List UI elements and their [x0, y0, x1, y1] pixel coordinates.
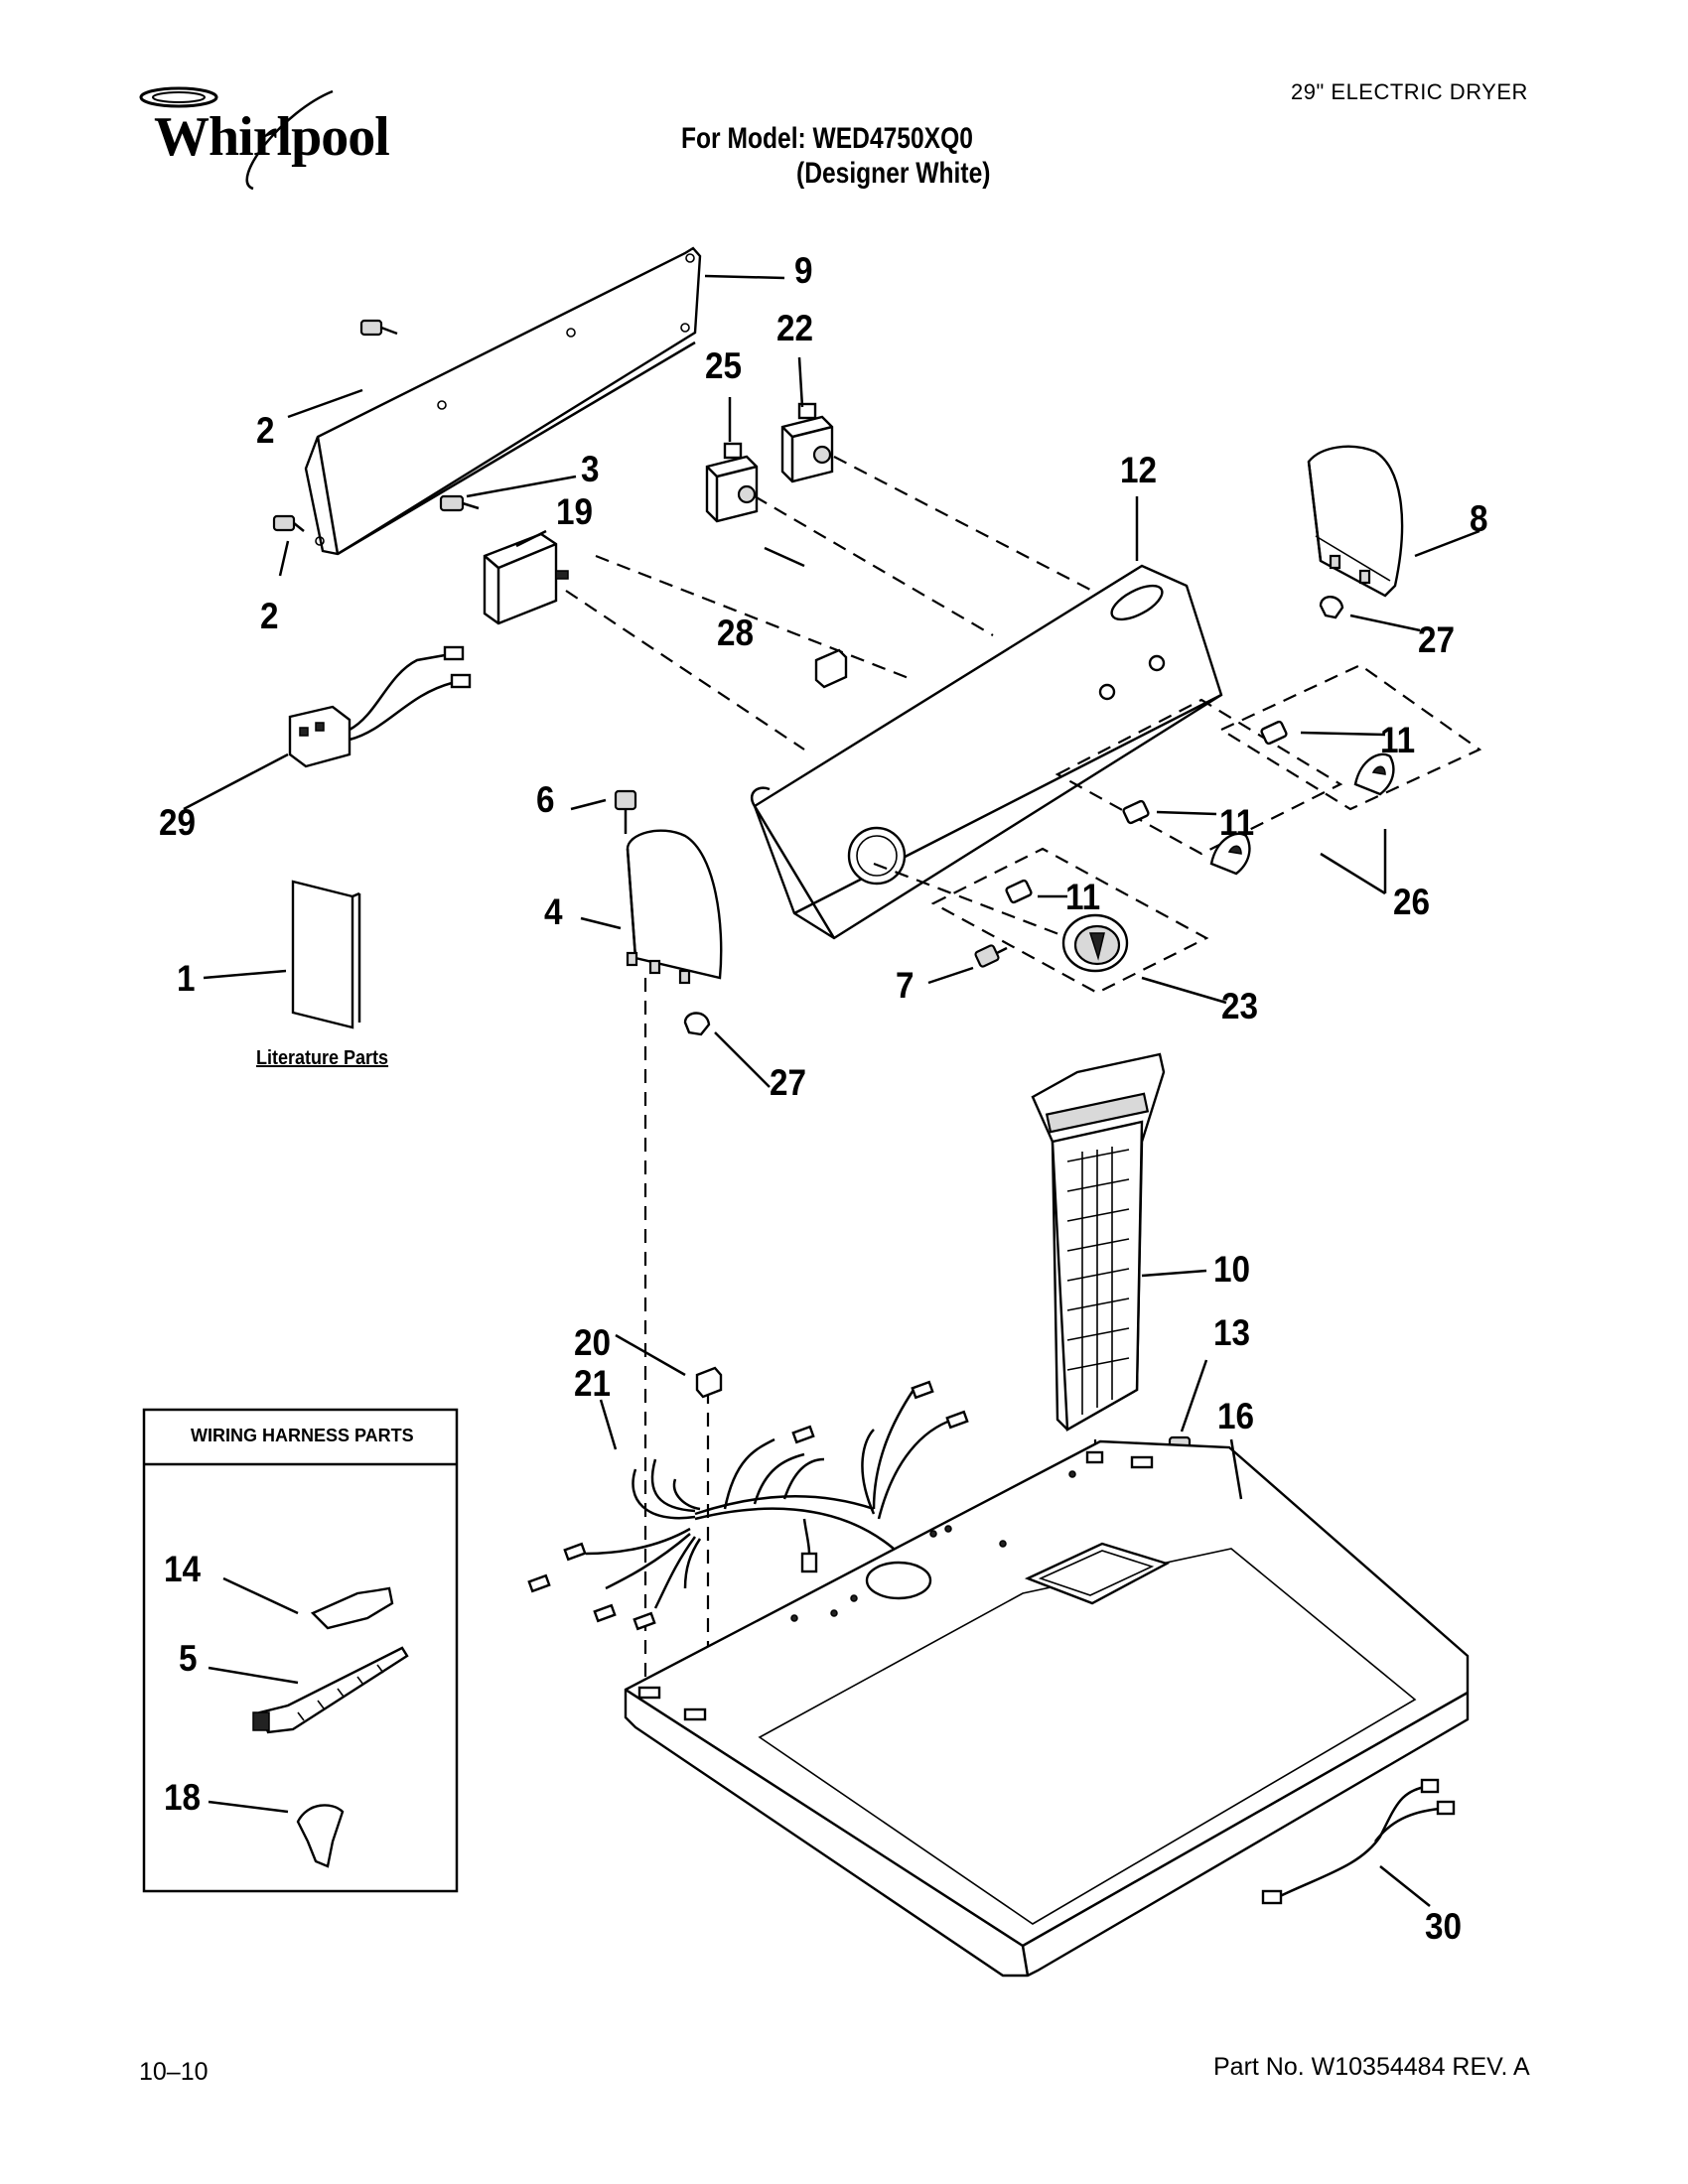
- console-panel-part-12: [750, 564, 1223, 940]
- literature-part-1: [291, 880, 361, 1029]
- dashed-knob-outlines: [930, 663, 1482, 995]
- model-color: (Designer White): [796, 157, 991, 190]
- end-cap-part-4: [626, 829, 723, 985]
- callout-2-lower: 2: [260, 596, 279, 636]
- callout-13: 13: [1213, 1312, 1251, 1353]
- brand-name: Whirlpool: [154, 106, 390, 168]
- callout-20: 20: [574, 1322, 612, 1363]
- callout-10: 10: [1213, 1249, 1251, 1290]
- callout-23: 23: [1221, 986, 1259, 1026]
- callout-11-c: 11: [1380, 720, 1416, 760]
- terminal-part-14: [310, 1586, 394, 1630]
- callout-14: 14: [164, 1549, 202, 1589]
- end-cap-part-8: [1307, 445, 1404, 598]
- callout-16: 16: [1217, 1396, 1255, 1436]
- wire-harness-part-21: [527, 1380, 969, 1631]
- callout-22: 22: [776, 308, 814, 348]
- switch-part-19: [483, 532, 569, 625]
- callout-5: 5: [179, 1638, 198, 1679]
- callout-9: 9: [794, 250, 813, 291]
- callout-21: 21: [574, 1363, 612, 1404]
- screw-part-6: [614, 789, 637, 834]
- harness-part-30: [1261, 1778, 1456, 1905]
- callout-11-a: 11: [1065, 877, 1101, 917]
- model-number: For Model: WED4750XQ0: [681, 122, 973, 155]
- clip-part-18: [296, 1804, 345, 1868]
- screw-part-2-lower: [272, 514, 305, 532]
- screw-part-2-upper: [359, 319, 398, 337]
- callout-1: 1: [177, 958, 196, 999]
- dashed-assembly-lines-upper: [565, 456, 1093, 945]
- switch-part-22: [780, 402, 834, 483]
- clip-part-28: [814, 648, 848, 689]
- callout-12: 12: [1120, 450, 1158, 490]
- lint-filter-part-10: [1031, 1052, 1166, 1433]
- brand-logo: Whirlpool: [134, 71, 392, 201]
- callout-19: 19: [556, 491, 594, 532]
- adapter-part-11-b: [1122, 799, 1150, 825]
- mounting-bracket-part-9: [304, 246, 702, 556]
- knob-part-26-a: [1209, 832, 1251, 876]
- callout-28: 28: [717, 613, 755, 653]
- callout-25: 25: [705, 345, 743, 386]
- clip-part-27-upper: [1319, 596, 1344, 619]
- callout-26: 26: [1393, 882, 1431, 922]
- callout-11-b: 11: [1219, 802, 1255, 843]
- clip-part-20: [695, 1366, 723, 1399]
- callout-8: 8: [1470, 498, 1488, 539]
- callout-6: 6: [536, 779, 555, 820]
- adapter-part-11-c: [1260, 720, 1288, 746]
- wiring-harness-box: [142, 1408, 459, 1893]
- product-type: 29" ELECTRIC DRYER: [1291, 79, 1528, 104]
- clip-part-27-lower: [683, 1012, 711, 1036]
- adapter-part-11-a: [1005, 879, 1033, 904]
- callout-2-upper: 2: [256, 410, 275, 451]
- footer-date: 10–10: [139, 2058, 209, 2086]
- switch-part-25: [705, 442, 759, 523]
- screw-part-3: [439, 494, 480, 512]
- knob-part-26-b: [1353, 752, 1395, 796]
- callout-4: 4: [544, 891, 563, 932]
- top-panel-part-16: [624, 1439, 1470, 1978]
- knob-part-23: [1061, 913, 1129, 973]
- cable-tie-part-5: [252, 1646, 409, 1734]
- screw-part-7: [974, 944, 1008, 968]
- wiring-box-title: WIRING HARNESS PARTS: [191, 1426, 414, 1445]
- callout-18: 18: [164, 1777, 202, 1818]
- callout-27-upper: 27: [1418, 619, 1456, 660]
- harness-part-29: [288, 645, 472, 768]
- callout-29: 29: [159, 802, 197, 843]
- footer-part-number: Part No. W10354484 REV. A: [1213, 2053, 1530, 2081]
- callout-27-lower: 27: [770, 1062, 807, 1103]
- whirlpool-swoosh-icon: [139, 86, 334, 191]
- callout-7: 7: [896, 965, 914, 1006]
- literature-parts-label: Literature Parts: [256, 1047, 389, 1069]
- callout-3: 3: [581, 449, 600, 489]
- callout-leader-lines: [183, 274, 1480, 1907]
- callout-30: 30: [1425, 1906, 1463, 1947]
